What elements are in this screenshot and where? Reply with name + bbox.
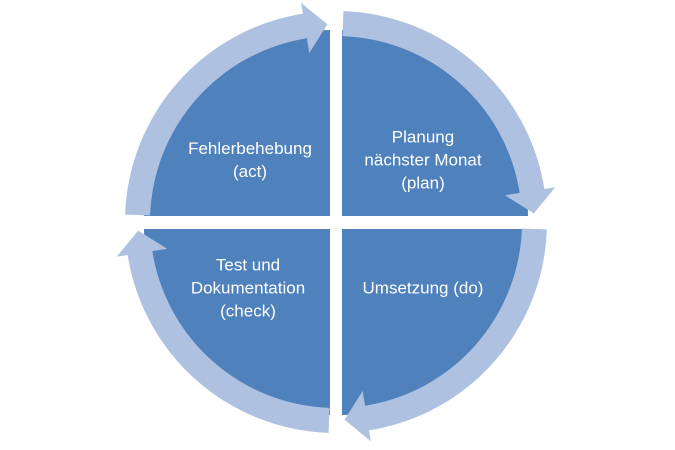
arrow-do-to-check-icon [344, 228, 547, 442]
arrow-check-to-act-icon [116, 230, 330, 433]
quadrant-act-shape [144, 30, 330, 216]
arrow-plan-to-do-icon [342, 11, 556, 214]
arrow-act-to-plan-icon [125, 2, 328, 216]
quadrant-plan-shape [342, 30, 528, 216]
quadrant-check-shape [144, 229, 330, 415]
quadrant-do-shape [342, 229, 528, 415]
